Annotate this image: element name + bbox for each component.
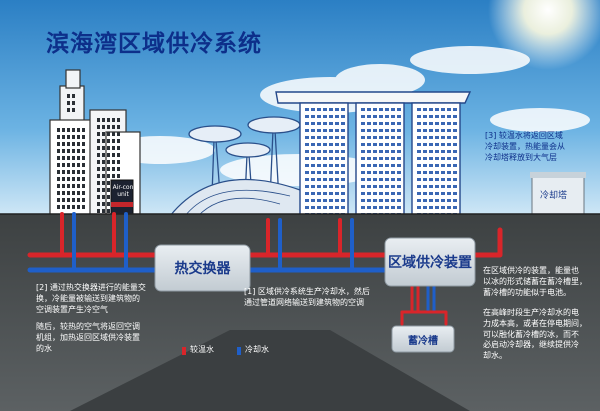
storage-tank-label: 蓄冷槽 — [408, 335, 438, 347]
office-towers — [49, 69, 141, 217]
page-title: 滨海湾区域供冷系统 — [46, 31, 262, 57]
cooling-tower-label: 冷却塔 — [540, 191, 568, 201]
sun — [488, 0, 600, 70]
road — [70, 330, 470, 411]
legend-warm-label: 较温水 — [190, 345, 214, 354]
supertrees — [188, 116, 301, 201]
heat-exchanger-box — [154, 244, 251, 292]
note-2: [2] 通过热交换器进行的能量交 换，冷能量被输送到建筑物的 空调装置产生冷空气 — [36, 283, 146, 314]
legend-cold-label: 冷却水 — [245, 345, 269, 354]
cooling-plant-label: 区域供冷装置 — [388, 255, 472, 271]
note-2b: 随后，较热的空气将返回空调 机组，加热返回区域供冷装置 的水 — [36, 322, 140, 353]
right-note-1: 在区域供冷的装置，能量也 以冰的形式储蓄在蓄冷槽里， 蓄冷槽的功能似于电池。 — [483, 266, 587, 297]
heat-exchanger-label: 热交换器 — [174, 261, 231, 277]
note-1: [1] 区域供冷系统生产冷却水，然后 通过管道网络输送到建筑物的空调 — [244, 287, 370, 307]
domes — [168, 179, 331, 217]
note-3: [3] 较温水将返回区域 冷却装置，热能量会从 冷却塔释放到大气层 — [485, 131, 565, 162]
legend-warm-swatch — [182, 347, 186, 355]
cooling-tower-building — [530, 172, 586, 215]
marina-bay-sands — [275, 91, 472, 220]
cooling-plant-box — [384, 237, 476, 287]
aircon-unit-label: Air-con unit — [112, 184, 134, 199]
legend-cold-swatch — [237, 347, 241, 355]
storage-tank-box — [391, 325, 455, 353]
right-note-2: 在高峰时段生产冷却水的电 力成本高，或者在停电期间， 可以融化蓄冷槽的冰，而不 … — [483, 308, 587, 361]
